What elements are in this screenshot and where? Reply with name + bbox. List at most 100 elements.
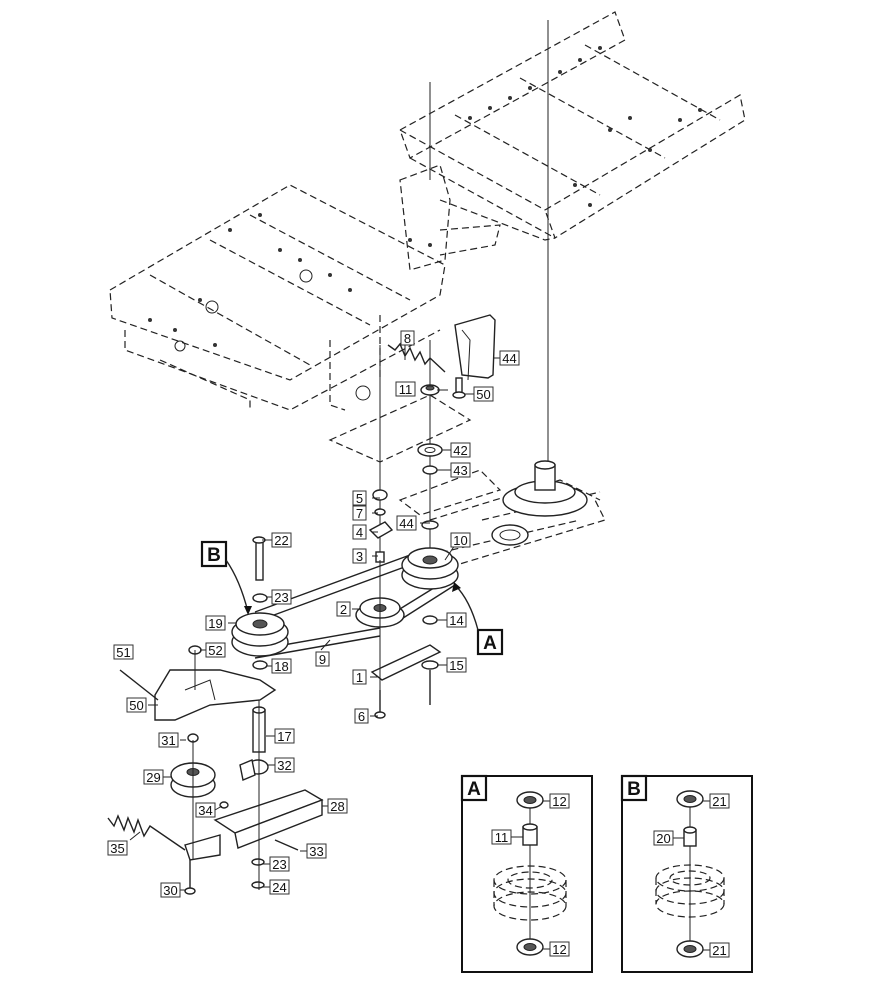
callout-4: 4 xyxy=(352,524,367,540)
callout-42: 44 xyxy=(396,515,417,531)
detail-tag-a: A xyxy=(452,582,504,656)
svg-text:43: 43 xyxy=(453,463,467,478)
svg-text:35: 35 xyxy=(110,841,124,856)
callout-13: 11 xyxy=(395,381,416,397)
svg-text:22: 22 xyxy=(274,533,288,548)
callout-5: 5 xyxy=(352,490,367,506)
svg-text:12: 12 xyxy=(552,942,566,957)
callout-50: 50 xyxy=(126,697,147,713)
svg-text:9: 9 xyxy=(319,652,326,667)
center-hardware xyxy=(368,314,496,719)
inset-a-callout-top: 12 xyxy=(549,793,570,809)
callout-28: 28 xyxy=(327,798,348,814)
callout-51: 51 xyxy=(113,644,134,660)
callout-7: 7 xyxy=(352,505,367,521)
callout-15: 15 xyxy=(446,657,467,673)
transmission-pulley xyxy=(491,460,588,546)
svg-text:33: 33 xyxy=(309,844,323,859)
svg-text:23: 23 xyxy=(272,857,286,872)
inset-detail-a: A 12 11 12 xyxy=(460,774,593,973)
svg-text:34: 34 xyxy=(198,803,212,818)
svg-text:32: 32 xyxy=(277,758,291,773)
svg-text:4: 4 xyxy=(356,525,363,540)
callout-44: 50 xyxy=(473,386,494,402)
left-idler-assembly xyxy=(107,536,324,895)
svg-text:24: 24 xyxy=(272,880,286,895)
inset-a-tag: A xyxy=(460,774,488,802)
svg-text:15: 15 xyxy=(449,658,463,673)
callout-23a: 23 xyxy=(271,589,292,605)
svg-text:10: 10 xyxy=(453,533,467,548)
svg-text:2: 2 xyxy=(340,602,347,617)
callout-43: 44 xyxy=(499,350,520,366)
callout-10: 10 xyxy=(450,532,471,548)
callout-14: 14 xyxy=(446,612,467,628)
svg-text:11: 11 xyxy=(495,830,509,845)
detail-tag-b: B xyxy=(200,540,252,615)
callout-1: 1 xyxy=(352,669,367,685)
svg-text:50: 50 xyxy=(476,387,490,402)
callout-41: 43 xyxy=(450,462,471,478)
svg-text:6: 6 xyxy=(358,709,365,724)
svg-text:42: 42 xyxy=(453,443,467,458)
svg-text:A: A xyxy=(483,633,497,654)
callout-18: 18 xyxy=(271,658,292,674)
svg-text:19: 19 xyxy=(208,616,222,631)
svg-text:3: 3 xyxy=(356,549,363,564)
svg-text:21: 21 xyxy=(712,794,726,809)
inset-a-callout-bottom: 12 xyxy=(549,941,570,957)
svg-text:20: 20 xyxy=(656,831,670,846)
callout-6: 6 xyxy=(354,708,369,724)
callout-23b: 23 xyxy=(269,856,290,872)
svg-text:14: 14 xyxy=(449,613,463,628)
leader-lines xyxy=(129,345,500,891)
callout-22: 22 xyxy=(271,532,292,548)
svg-text:21: 21 xyxy=(712,943,726,958)
callout-2: 2 xyxy=(336,601,351,617)
svg-text:B: B xyxy=(627,779,641,800)
svg-text:30: 30 xyxy=(163,883,177,898)
svg-text:52: 52 xyxy=(208,643,222,658)
svg-text:7: 7 xyxy=(356,506,363,521)
callout-17: 17 xyxy=(274,728,295,744)
svg-text:18: 18 xyxy=(274,659,288,674)
callout-30: 30 xyxy=(160,882,181,898)
svg-text:31: 31 xyxy=(161,733,175,748)
svg-text:A: A xyxy=(467,779,481,800)
callout-19: 19 xyxy=(205,615,226,631)
svg-text:1: 1 xyxy=(356,670,363,685)
callout-8: 8 xyxy=(400,330,415,346)
callout-32: 32 xyxy=(274,757,295,773)
inset-b-callout-bottom: 21 xyxy=(709,942,730,958)
callout-34: 34 xyxy=(195,802,216,818)
callout-labels: 8 44 11 50 42 43 5 7 4 3 44 10 2 9 14 15… xyxy=(107,330,520,898)
callout-29: 29 xyxy=(143,769,164,785)
svg-text:29: 29 xyxy=(146,770,160,785)
svg-text:8: 8 xyxy=(404,331,411,346)
svg-text:28: 28 xyxy=(330,799,344,814)
idler-pulley-10 xyxy=(401,547,459,590)
svg-text:17: 17 xyxy=(277,729,291,744)
svg-text:51: 51 xyxy=(116,645,130,660)
svg-text:23: 23 xyxy=(274,590,288,605)
svg-text:5: 5 xyxy=(356,491,363,506)
callout-31: 31 xyxy=(158,732,179,748)
callout-24: 24 xyxy=(269,879,290,895)
callout-40: 42 xyxy=(450,442,471,458)
inset-detail-b: B 21 20 21 xyxy=(620,774,753,973)
svg-text:11: 11 xyxy=(399,382,413,397)
svg-text:44: 44 xyxy=(399,516,413,531)
svg-text:50: 50 xyxy=(129,698,143,713)
callout-52: 52 xyxy=(205,642,226,658)
callout-33: 33 xyxy=(306,843,327,859)
svg-text:12: 12 xyxy=(552,794,566,809)
callout-3: 3 xyxy=(352,548,367,564)
inset-b-callout-top: 21 xyxy=(709,793,730,809)
inset-b-tag: B xyxy=(620,774,648,802)
callout-9: 9 xyxy=(315,651,330,667)
callout-35: 35 xyxy=(107,840,128,856)
mower-frame-phantom xyxy=(109,11,746,470)
inset-b-callout-spacer: 20 xyxy=(653,830,674,846)
idler-pulley-19 xyxy=(231,612,289,657)
